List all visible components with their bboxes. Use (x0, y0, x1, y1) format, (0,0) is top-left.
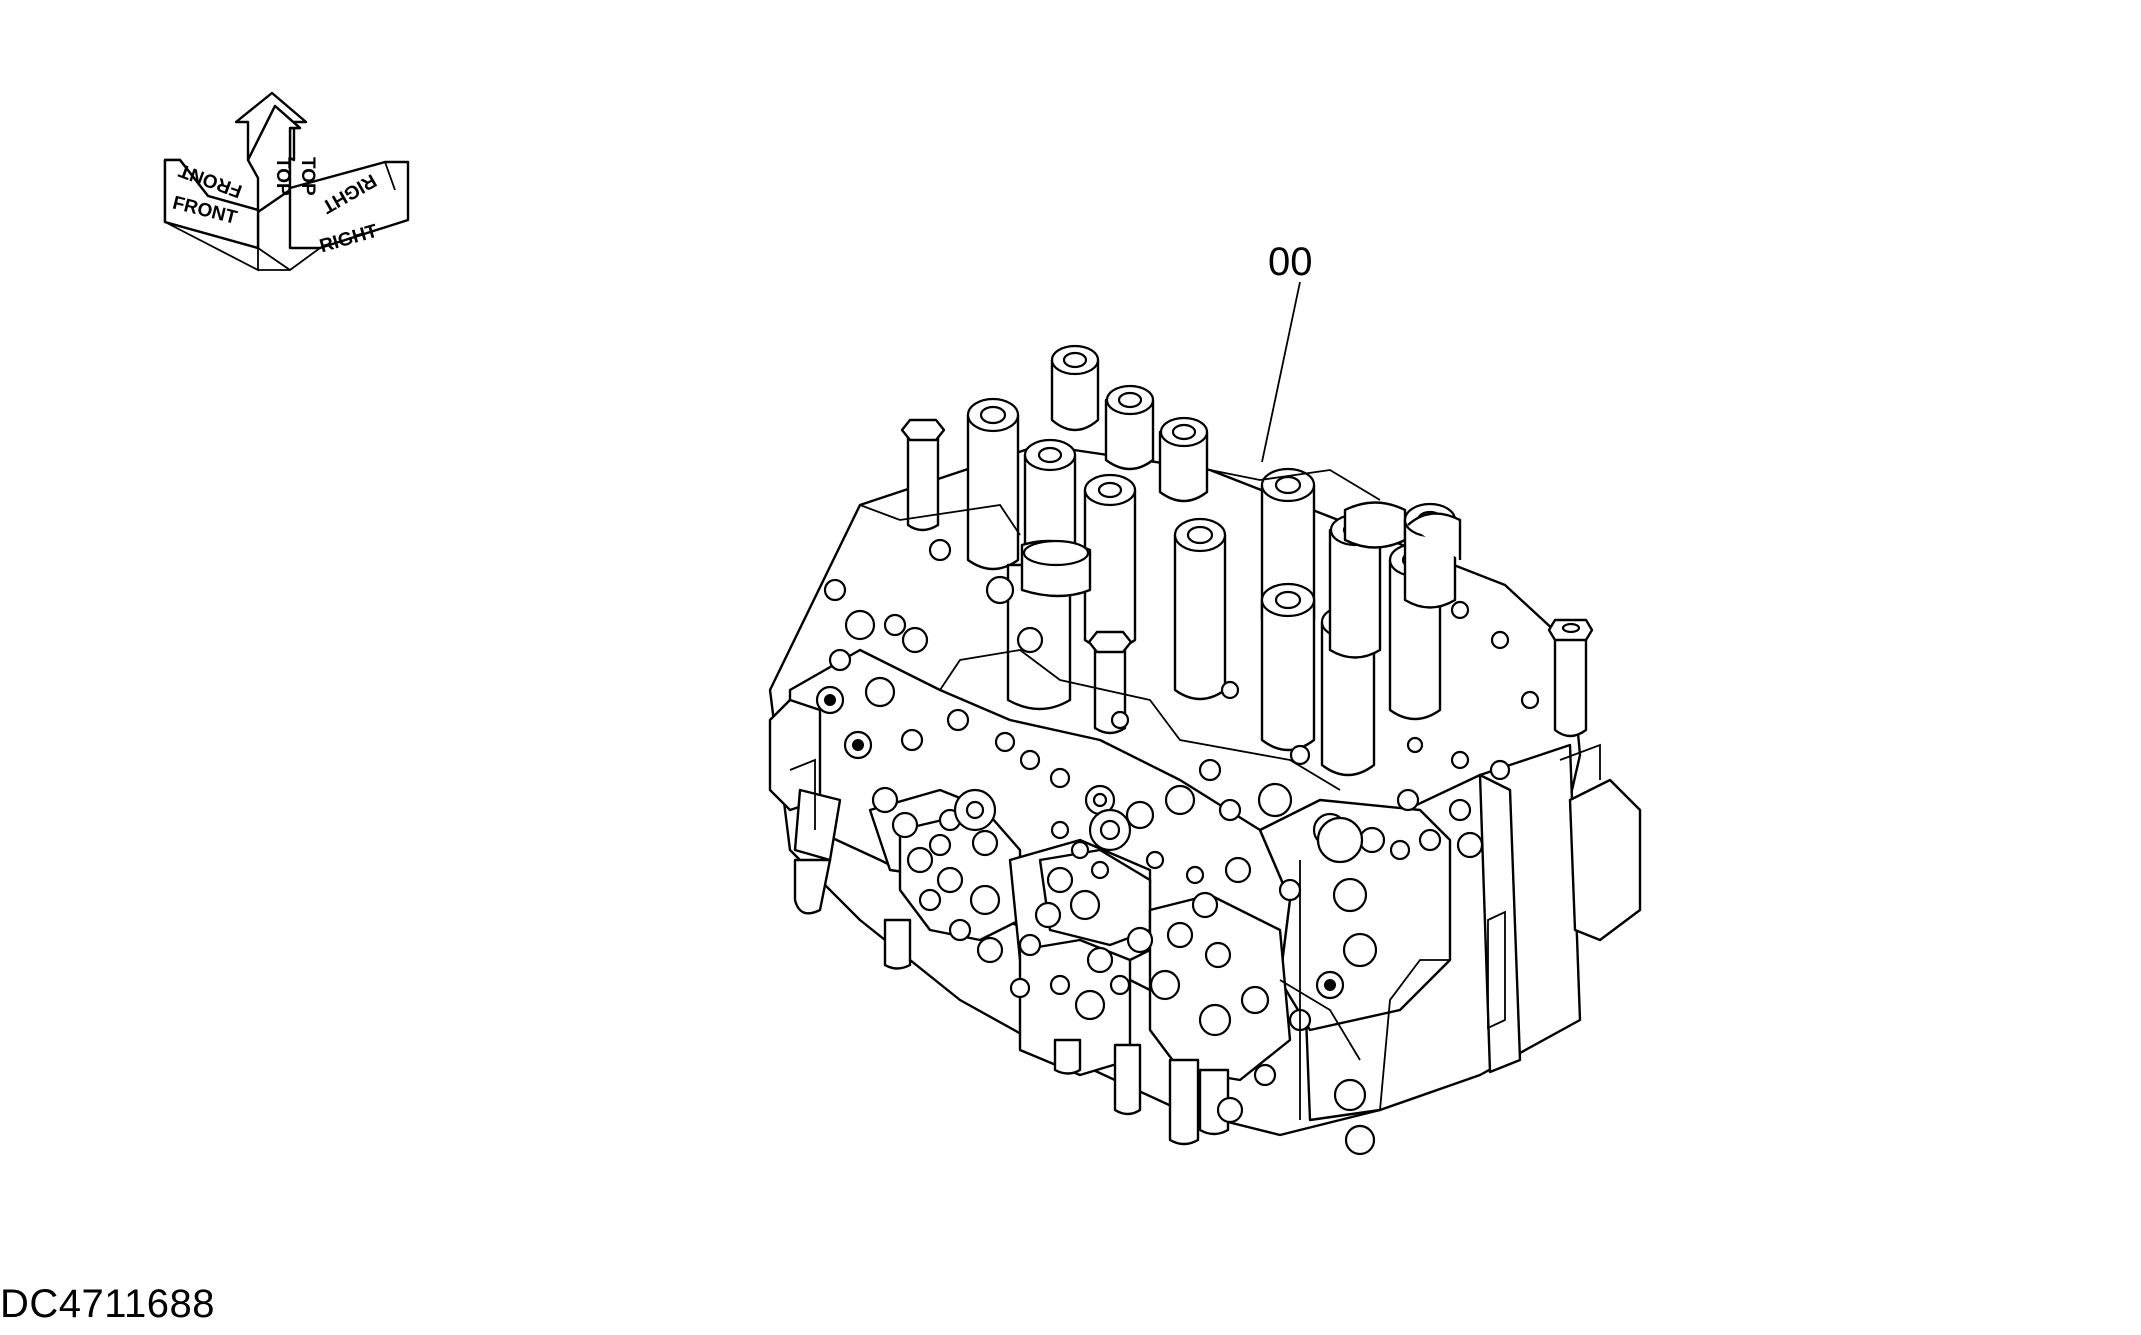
leader-line (1261, 281, 1301, 463)
pilot-cartridges (900, 344, 1462, 777)
orientation-top-label-mirrored: TOP (297, 157, 318, 196)
orientation-top-label: TOP (272, 157, 293, 196)
control-valve-assembly (768, 344, 1642, 1156)
callout-label: 00 (1268, 240, 1313, 284)
drawing-number: DC4711688 (0, 1282, 216, 1326)
bolts (815, 538, 1540, 1156)
callout-00[interactable]: 00 (1261, 240, 1313, 463)
orientation-indicator: FRONT FRONT TOP TOP RIGHT RIGHT (163, 91, 410, 272)
